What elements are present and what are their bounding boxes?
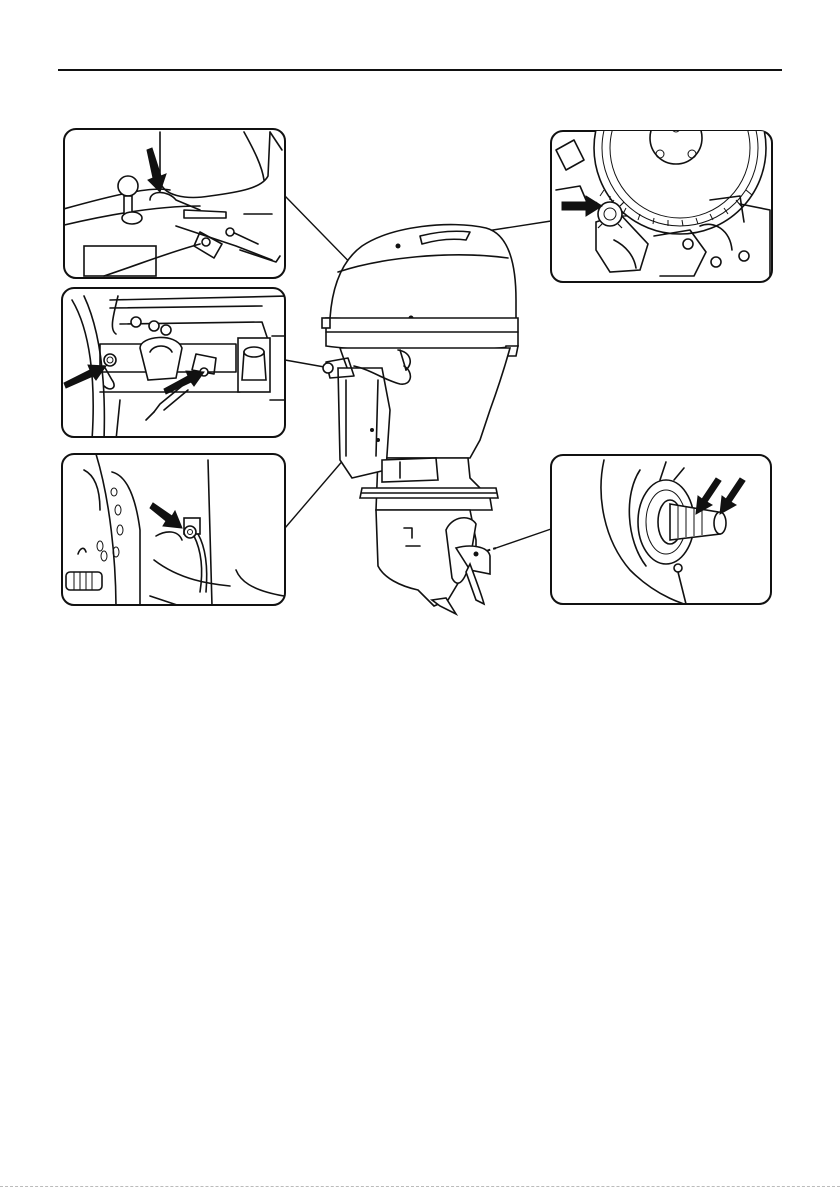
callout-mid-left (62, 288, 290, 440)
callout-bottom-left (62, 454, 285, 610)
callout-top-left (60, 129, 285, 278)
callout-bottom-right (551, 455, 771, 610)
outboard-motor (322, 225, 518, 614)
callout-top-right (551, 62, 772, 282)
